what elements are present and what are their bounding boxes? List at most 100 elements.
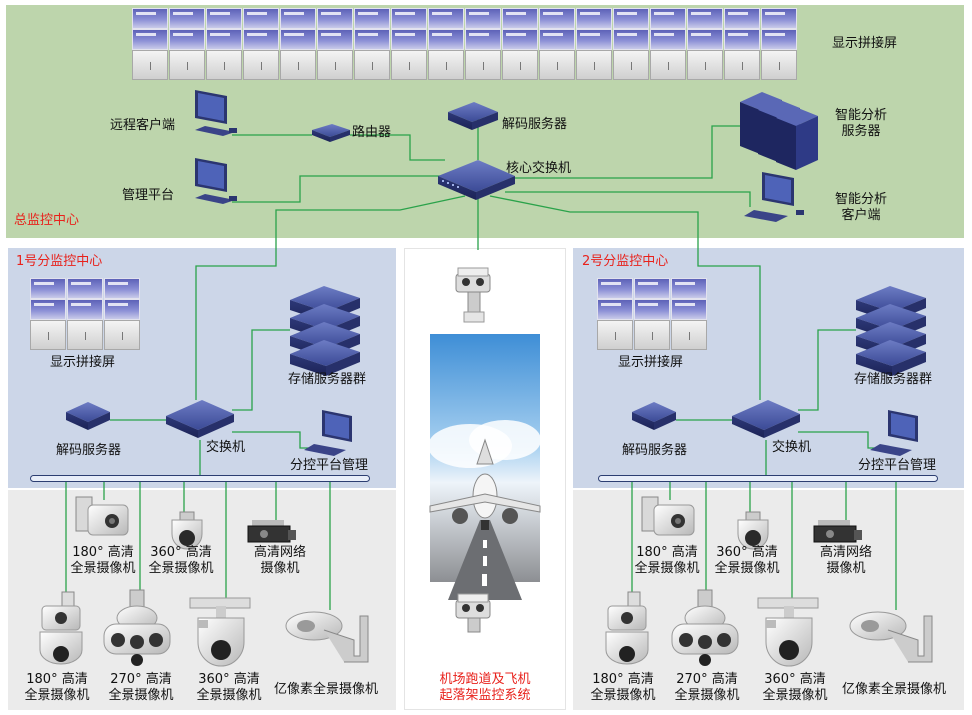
wall-screen-tile: [280, 29, 316, 50]
wall-screen-tile: [671, 278, 707, 299]
wall-screen-tile: [243, 29, 279, 50]
wall-screen-tile: [576, 8, 612, 29]
sub1-video-wall: [30, 278, 141, 350]
sub2-title: 2号分监控中心: [582, 254, 669, 269]
wall-screen-tile: [354, 8, 390, 29]
wall-cabinet: [687, 50, 723, 80]
sub1-cam-270-label: 270° 高清全景摄像机: [108, 672, 174, 703]
sub2-cam-360-top-label: 360° 高清全景摄像机: [714, 545, 780, 576]
wall-cabinet: [465, 50, 501, 80]
decode-server-icon: [448, 102, 498, 130]
wall-cabinet: [132, 50, 168, 80]
sub1-cam-180-bottom-icon: [39, 591, 83, 665]
sub2-switch-icon: [732, 400, 800, 438]
hq-title: 总监控中心: [14, 213, 80, 228]
analysis-server-icon: [740, 92, 818, 170]
wall-screen-tile: [67, 278, 103, 299]
wall-screen-tile: [724, 8, 760, 29]
wall-screen-tile: [428, 29, 464, 50]
wall-screen-tile: [206, 8, 242, 29]
sub1-network-cam-icon: [247, 520, 296, 543]
sub2-cam-270-label: 270° 高清全景摄像机: [674, 672, 740, 703]
wall-cabinet: [391, 50, 427, 80]
wall-screen-tile: [539, 8, 575, 29]
sub1-cam-360-bottom-label: 360° 高清全景摄像机: [196, 672, 262, 703]
core-switch-label: 核心交换机: [506, 161, 572, 176]
wall-cabinet: [613, 50, 649, 80]
wall-screen-tile: [597, 278, 633, 299]
sub2-platform-label: 分控平台管理: [858, 458, 937, 473]
wall-screen-tile: [280, 8, 316, 29]
wall-cabinet: [761, 50, 797, 80]
core-switch-icon: [438, 160, 515, 200]
wall-screen-tile: [465, 8, 501, 29]
wall-screen-tile: [243, 8, 279, 29]
wall-cabinet: [539, 50, 575, 80]
wall-screen-tile: [613, 29, 649, 50]
sub2-cam-180-bottom-icon: [605, 591, 649, 665]
wall-cabinet: [317, 50, 353, 80]
sub2-network-cam-label: 高清网络摄像机: [819, 545, 872, 576]
wall-screen-tile: [634, 299, 670, 320]
wall-screen-tile: [428, 8, 464, 29]
wall-screen-tile: [613, 8, 649, 29]
wall-screen-tile: [761, 8, 797, 29]
wall-screen-tile: [650, 29, 686, 50]
sub2-cam-180-top-icon: [641, 496, 695, 536]
wall-screen-tile: [317, 29, 353, 50]
wall-screen-tile: [104, 299, 140, 320]
remote-client-label: 远程客户端: [110, 118, 176, 133]
sub1-cam-360-top-icon: [171, 511, 203, 550]
wall-cabinet: [650, 50, 686, 80]
sub1-gigapixel-cam-icon: [285, 611, 369, 663]
wall-screen-tile: [391, 29, 427, 50]
sub1-platform-label: 分控平台管理: [290, 458, 369, 473]
wall-screen-tile: [354, 29, 390, 50]
management-platform-pc-icon: [195, 158, 237, 204]
wall-screen-tile: [671, 299, 707, 320]
sub2-gigapixel-cam-icon: [849, 611, 933, 663]
sub2-storage-label: 存储服务器群: [854, 372, 933, 387]
sub1-cam-180-top-label: 180° 高清全景摄像机: [70, 545, 136, 576]
sub2-cam-360-bottom-icon: [757, 597, 819, 667]
wall-screen-tile: [539, 29, 575, 50]
sub2-decoder-label: 解码服务器: [622, 443, 688, 458]
sub1-cam-180-bottom-label: 180° 高清全景摄像机: [24, 672, 90, 703]
wall-cabinet: [67, 320, 103, 350]
wall-screen-tile: [132, 8, 168, 29]
sub2-cam-360-bottom-label: 360° 高清全景摄像机: [762, 672, 828, 703]
sub2-cam-270-icon: [671, 589, 739, 666]
hq-video-wall: [132, 8, 822, 80]
wall-screen-tile: [761, 29, 797, 50]
wall-screen-tile: [687, 8, 723, 29]
wall-cabinet: [169, 50, 205, 80]
wall-screen-tile: [687, 29, 723, 50]
management-platform-label: 管理平台: [122, 188, 175, 203]
wall-screen-tile: [169, 8, 205, 29]
wall-screen-tile: [391, 8, 427, 29]
wall-screen-tile: [502, 29, 538, 50]
wall-screen-tile: [169, 29, 205, 50]
wall-cabinet: [30, 320, 66, 350]
sub2-network-cam-icon: [813, 520, 862, 543]
sub1-camera-bus: [30, 475, 370, 482]
wall-cabinet: [206, 50, 242, 80]
sub2-gigapixel-cam-label: 亿像素全景摄像机: [842, 682, 947, 697]
wall-cabinet: [576, 50, 612, 80]
sub1-wall-label: 显示拼接屏: [50, 355, 116, 370]
analysis-client-pc-icon: [744, 172, 804, 222]
sub2-cam-360-top-icon: [737, 511, 769, 550]
wall-cabinet: [671, 320, 707, 350]
ptz-camera-top-icon: [455, 267, 491, 323]
sub2-wall-label: 显示拼接屏: [618, 355, 684, 370]
sub2-switch-label: 交换机: [772, 440, 812, 455]
sub1-switch-icon: [166, 400, 234, 438]
network-links: [65, 118, 897, 610]
wall-screen-tile: [724, 29, 760, 50]
wall-screen-tile: [576, 29, 612, 50]
wall-screen-tile: [132, 29, 168, 50]
wall-screen-tile: [465, 29, 501, 50]
wall-cabinet: [428, 50, 464, 80]
ptz-camera-bottom-icon: [455, 593, 491, 633]
remote-client-pc-icon: [195, 90, 237, 136]
